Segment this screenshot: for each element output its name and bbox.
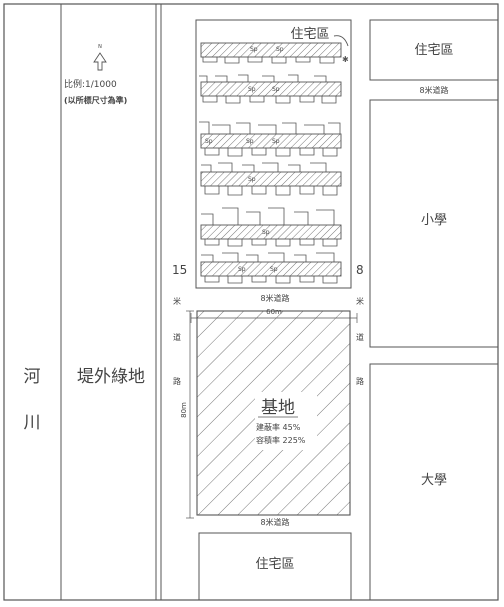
residential-top-label: 住宅區: [290, 27, 329, 42]
svg-text:✱: ✱: [342, 55, 349, 64]
road-vertical-right-2: 道: [356, 332, 364, 342]
lot-label: Sp: [248, 176, 256, 183]
house-row-6: [200, 261, 342, 277]
river-label-bottom: 川: [24, 413, 41, 433]
lot-label: Sp: [262, 229, 270, 236]
site-title: 基地: [261, 398, 295, 418]
residential-block-top: [195, 19, 352, 289]
road-vertical-right-1: 米: [356, 296, 364, 306]
university-block: [369, 363, 499, 601]
site-width-label: 60m: [266, 308, 282, 316]
north-label: N: [98, 44, 102, 50]
lot-label: Sp: [272, 86, 280, 93]
river-label-top: 河: [24, 367, 41, 387]
row-houses: Sp Sp Sp Sp Sp Sp Sp Sp Sp Sp Sp: [199, 42, 342, 284]
road-vertical-right-3: 路: [356, 376, 364, 386]
lot-label: Sp: [276, 46, 284, 53]
north-arrow-icon: [93, 52, 107, 71]
lot-label: Sp: [270, 266, 278, 273]
residential-bottom-label: 住宅區: [255, 557, 294, 572]
road-right-width: 8: [356, 263, 364, 277]
embankment-label: 堤外綠地: [77, 367, 145, 387]
road-top-right-label: 8米道路: [419, 85, 448, 95]
scale-note: (以所標尺寸為準): [64, 95, 127, 105]
road-vertical-left-3: 路: [173, 376, 181, 386]
site-far: 容積率 225%: [256, 435, 306, 445]
residential-block-topright: [369, 19, 499, 81]
scale-label: 比例:1/1000: [64, 78, 117, 90]
road-mid-label: 8米道路: [260, 293, 289, 303]
house-row-5: [200, 224, 342, 240]
road-bottom-label: 8米道路: [260, 517, 289, 527]
lot-label: Sp: [238, 266, 246, 273]
house-row-3: [200, 133, 342, 149]
lot-label: Sp: [246, 138, 254, 145]
lot-label: Sp: [250, 46, 258, 53]
road-left-width: 15: [172, 263, 187, 277]
house-row-4: [200, 171, 342, 187]
lot-label: Sp: [272, 138, 280, 145]
site-depth-label: 80m: [180, 402, 188, 418]
road-vertical-left-2: 道: [173, 332, 181, 342]
house-row-2: [200, 81, 342, 97]
lot-label: Sp: [205, 138, 213, 145]
residential-topright-label: 住宅區: [414, 43, 453, 58]
site-coverage: 建蔽率 45%: [256, 422, 301, 432]
primary-school-label: 小學: [421, 213, 447, 228]
university-label: 大學: [421, 473, 447, 488]
house-row-1: [200, 42, 342, 58]
lot-label: Sp: [248, 86, 256, 93]
primary-school-block: [369, 99, 499, 348]
residential-block-bottom: [198, 532, 352, 601]
road-vertical-left-1: 米: [173, 296, 181, 306]
